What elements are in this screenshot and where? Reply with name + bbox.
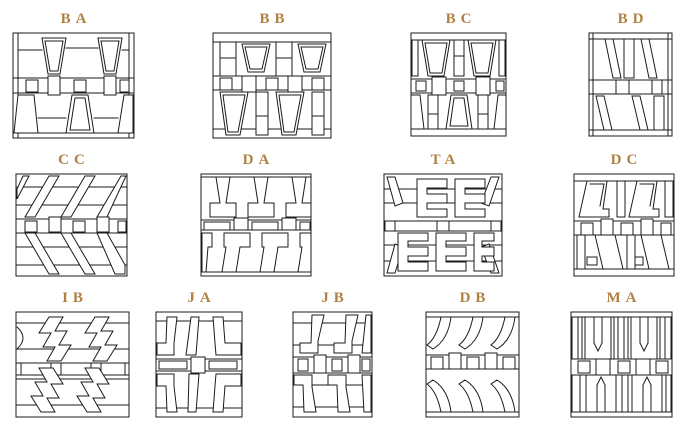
pattern-da: DA [200,150,312,277]
pattern-bb-drawing [212,32,332,139]
pattern-ib-label: IB [62,290,88,306]
pattern-bd-drawing [588,32,673,137]
pattern-ib: IB [15,288,130,418]
pattern-ta-label: TA [430,152,461,168]
pattern-ta: TA [383,150,503,277]
pattern-bb: BB [212,9,332,139]
pattern-ma: MA [570,288,673,418]
pattern-db-label: DB [459,290,491,306]
pattern-bb-label: BB [259,11,290,27]
pattern-bc: BC [410,9,507,137]
pattern-jb-drawing [292,311,373,418]
pattern-bc-drawing [410,32,507,137]
pattern-cc-drawing [15,173,128,277]
pattern-ja-drawing [155,311,243,418]
pattern-bd: BD [588,9,673,137]
pattern-jb-label: JB [321,290,349,306]
pattern-dc-drawing [573,173,675,277]
pattern-db: DB [425,288,520,418]
pattern-ta-drawing [383,173,503,277]
pattern-bd-label: BD [617,11,649,27]
pattern-bc-label: BC [445,11,477,27]
pattern-da-drawing [200,173,312,277]
pattern-ja: JA [155,288,243,418]
pattern-da-label: DA [242,152,275,168]
pattern-dc: DC [573,150,675,277]
pattern-ba: BA [12,9,135,139]
pattern-ja-label: JA [187,290,216,306]
pattern-ba-label: BA [60,11,92,27]
pattern-ib-drawing [15,311,130,418]
pattern-db-drawing [425,311,520,418]
pattern-dc-label: DC [610,152,643,168]
pattern-cc-label: CC [58,152,90,168]
pattern-ma-label: MA [606,290,642,306]
pattern-jb: JB [292,288,373,418]
pattern-ma-drawing [570,311,673,418]
pattern-ba-drawing [12,32,135,139]
pattern-cc: CC [15,150,128,277]
